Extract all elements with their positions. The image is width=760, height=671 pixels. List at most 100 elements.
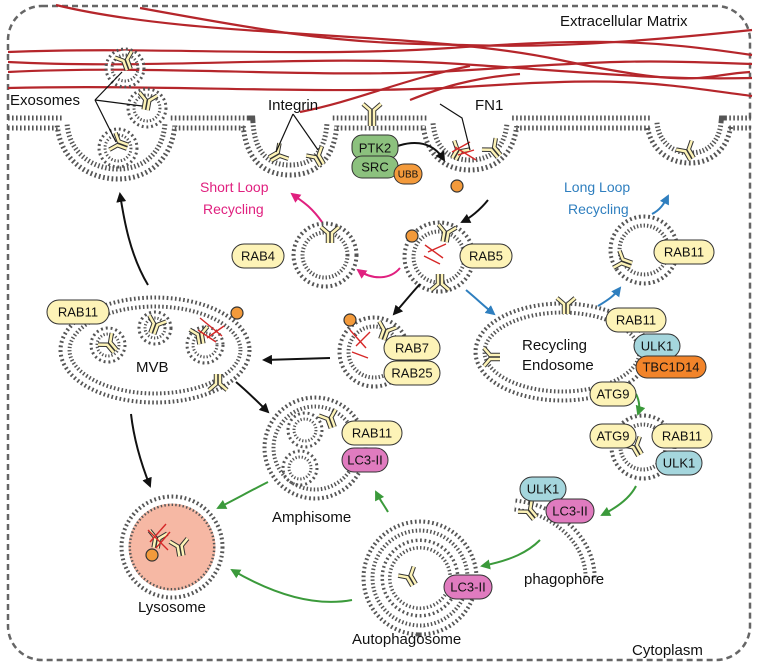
fn1-label: FN1	[475, 97, 503, 114]
arrow-rab5-to-recycling	[465, 289, 496, 316]
integrin-icon	[555, 296, 577, 314]
rab5-label: RAB5	[459, 243, 513, 269]
amphisome-ilv-1	[286, 411, 324, 449]
rab11-recycling-label: RAB11	[605, 307, 667, 333]
exosome-3	[97, 127, 139, 169]
autophagosome-label: Autophagosome	[352, 631, 461, 648]
exosomes-label: Exosomes	[10, 92, 80, 109]
arrow-phagophore-to-autophagosome	[480, 539, 541, 570]
svg-text:RAB4: RAB4	[241, 249, 275, 264]
integrin-icon	[168, 537, 190, 557]
ubiquitin-icon	[230, 306, 244, 320]
rab11-vesicle-label: RAB11	[651, 423, 713, 449]
arrow-endocytosis	[460, 199, 489, 223]
leader-lines	[94, 71, 471, 153]
svg-text:PTK2: PTK2	[359, 141, 392, 156]
arrow-mvb-to-amphisome	[235, 381, 270, 414]
amphisome-ilv-2	[281, 449, 319, 487]
integrin-icon	[612, 250, 633, 270]
exosome-2	[126, 87, 168, 129]
short-loop-recycling-label: Recycling	[203, 201, 264, 217]
rab4-vesicle	[291, 221, 359, 289]
amphisome-membrane	[262, 395, 368, 501]
svg-text:UBB: UBB	[398, 170, 419, 181]
integrin-icon	[97, 332, 119, 354]
arrow-autophagosome-to-lysosome	[230, 568, 353, 603]
arrow-mvb-to-lysosome	[130, 413, 152, 488]
autophagosome-inner-membrane	[380, 538, 460, 618]
integrin-icon	[114, 50, 134, 71]
svg-text:RAB11: RAB11	[58, 305, 98, 320]
integrin-icon	[207, 374, 229, 392]
svg-text:RAB11: RAB11	[664, 245, 704, 260]
arrow-recycling-to-atg9	[635, 393, 646, 416]
svg-text:LC3-II: LC3-II	[450, 580, 485, 595]
ulk1-phagophore-label: ULK1	[519, 476, 567, 502]
integrin-icon	[377, 320, 397, 341]
ubiquitin-icon	[450, 179, 464, 193]
integrin-icon	[675, 139, 696, 162]
atg9-vesicle-label: ATG9	[589, 423, 637, 449]
tbc1d14-label: TBC1D14	[635, 355, 707, 379]
integrin-icon	[397, 565, 418, 588]
fn1-fragments	[147, 141, 477, 551]
svg-text:RAB11: RAB11	[662, 429, 702, 444]
atg9-recycling-label: ATG9	[589, 381, 637, 407]
svg-text:SRC: SRC	[361, 160, 388, 175]
svg-text:RAB11: RAB11	[616, 313, 656, 328]
protein-labels: PTK2 SRC UBB RAB4 RAB5 RAB11 RAB11 RAB7 …	[46, 134, 715, 600]
ubiquitin-icon	[343, 313, 357, 327]
ulk1-vesicle-label: ULK1	[655, 450, 703, 476]
ubiquitin-icon	[145, 548, 159, 562]
rab11-mvb-label: RAB11	[46, 299, 110, 325]
long-loop-recycling-label: Recycling	[568, 201, 629, 217]
arrow-rab7-to-mvb	[262, 354, 331, 365]
arrow-long-loop	[651, 194, 669, 215]
amphisome-label: Amphisome	[272, 509, 351, 526]
integrin-icon	[482, 346, 500, 368]
svg-text:ULK1: ULK1	[641, 339, 674, 354]
ubiquitin-icon	[405, 229, 419, 243]
integrin-icon	[517, 499, 539, 521]
svg-text:RAB25: RAB25	[391, 366, 432, 381]
recycling-endosome-label-2: Endosome	[522, 357, 594, 374]
integrin-icon	[305, 145, 326, 168]
arrow-rab5-to-rab7	[392, 283, 421, 316]
arrow-recycling-to-long-loop	[597, 286, 622, 307]
integrin-icon	[436, 223, 458, 243]
integrin-label: Integrin	[268, 97, 318, 114]
svg-text:ULK1: ULK1	[663, 456, 696, 471]
integrin-icon	[429, 274, 451, 292]
svg-text:RAB5: RAB5	[469, 249, 503, 264]
ulk1-recycling-label: ULK1	[633, 333, 681, 359]
lc3-amphisome-label: LC3-II	[341, 447, 389, 473]
integrin-icon	[137, 91, 159, 111]
svg-text:TBC1D14: TBC1D14	[642, 360, 699, 375]
cytoplasm-label: Cytoplasm	[632, 642, 703, 659]
mvb-ilv-2	[137, 310, 173, 346]
svg-text:ULK1: ULK1	[527, 482, 560, 497]
mvb-ilv-1	[89, 326, 127, 364]
lysosome	[119, 494, 225, 600]
integrins	[97, 50, 696, 588]
mvb-membrane	[58, 295, 252, 405]
svg-text:ATG9: ATG9	[597, 429, 630, 444]
rab11-amphisome-label: RAB11	[341, 420, 403, 446]
integrin-icon	[319, 225, 341, 243]
cell-boundary	[6, 4, 752, 662]
lc3-phagophore-label: LC3-II	[545, 498, 595, 524]
phagophore-label: phagophore	[524, 571, 604, 588]
rab11-long-loop-label: RAB11	[653, 239, 715, 265]
svg-text:LC3-II: LC3-II	[552, 504, 587, 519]
arrow-amphisome-to-lysosome	[216, 481, 269, 509]
arrow-short-loop	[290, 192, 323, 223]
svg-text:ATG9: ATG9	[597, 387, 630, 402]
mvb-label: MVB	[136, 359, 169, 376]
extracellular-matrix-label: Extracellular Matrix	[560, 13, 688, 30]
ubb-label: UBB	[393, 163, 423, 185]
integrin-icon	[147, 314, 167, 335]
src-label: SRC	[351, 155, 399, 179]
exosome-1	[104, 47, 146, 89]
svg-text:LC3-II: LC3-II	[347, 453, 382, 468]
